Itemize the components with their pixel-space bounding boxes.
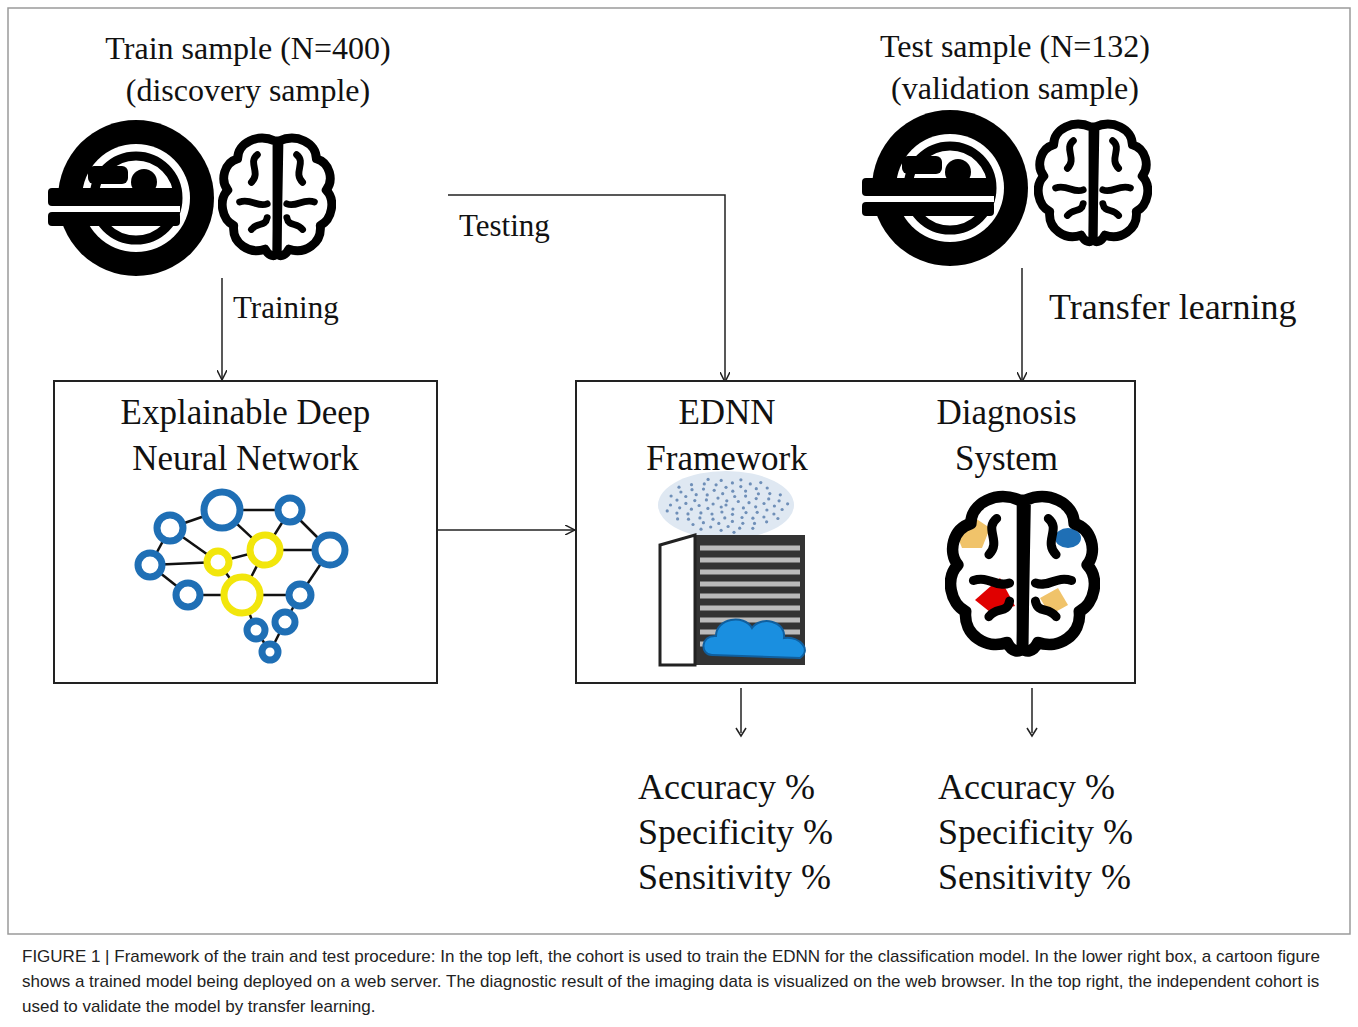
arrow-connector — [221, 278, 223, 380]
diagnosis-brain-illustration — [951, 497, 1095, 651]
model-box: Explainable Deep Neural Network — [53, 380, 438, 684]
brain-icon — [1038, 124, 1147, 241]
node-title: Train sample (N=400) (discovery sample) — [81, 28, 416, 111]
node-title: Diagnosis System — [902, 390, 1112, 481]
edge-label: Testing — [456, 208, 553, 244]
network-illustration — [150, 510, 330, 652]
node-title: EDNN Framework — [622, 390, 832, 481]
figure-frame — [8, 8, 1350, 934]
diagnosis-section: Diagnosis System — [877, 382, 1136, 492]
metric-label: Specificity % — [938, 810, 1133, 855]
node-title: Explainable Deep Neural Network — [96, 390, 396, 481]
edge-label: Transfer learning — [1046, 286, 1300, 328]
sample-group: Train sample (N=400) (discovery sample) — [48, 28, 448, 278]
metric-label: Sensitivity % — [638, 855, 831, 900]
network-nodes — [138, 492, 345, 660]
framework-box: EDNN Framework Diagnosis System — [575, 380, 1136, 684]
metric-label: Sensitivity % — [938, 855, 1131, 900]
edge-label: Training — [230, 290, 342, 326]
mri-scanner-icon — [48, 120, 214, 276]
sample-group: Test sample (N=132) (validation sample) — [860, 26, 1170, 268]
server-illustration — [658, 471, 805, 665]
node-title: Test sample (N=132) (validation sample) — [863, 26, 1168, 109]
metric-label: Specificity % — [638, 810, 833, 855]
framework-section: EDNN Framework — [577, 382, 877, 492]
metric-label: Accuracy % — [938, 765, 1115, 810]
arrow-connector — [448, 195, 725, 382]
output-arrow — [736, 688, 1037, 736]
metric-label: Accuracy % — [638, 765, 815, 810]
brain-icon — [222, 138, 331, 255]
mri-scanner-icon — [862, 110, 1028, 266]
figure-caption: FIGURE 1 | Framework of the train and te… — [22, 944, 1340, 1019]
arrow-connector — [1021, 268, 1023, 382]
arrow-connector — [438, 529, 575, 531]
